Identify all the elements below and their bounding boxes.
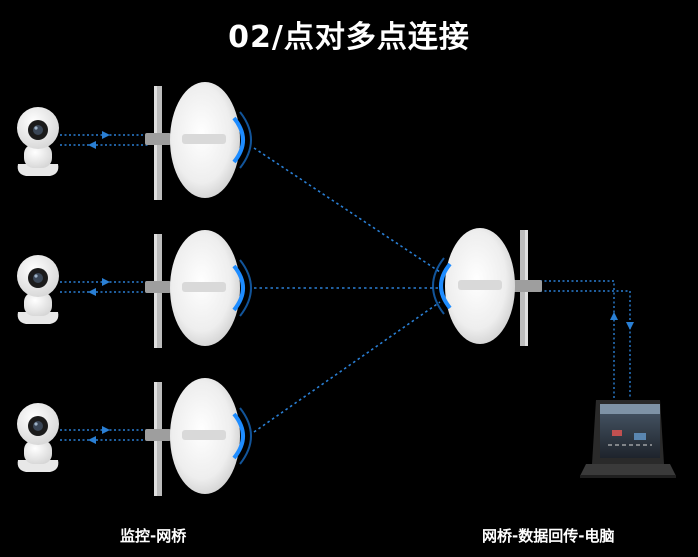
diagram-title: 02/点对多点连接 <box>228 20 470 55</box>
ip-camera-icon <box>17 255 59 324</box>
wireless-bridge-dish-icon <box>145 378 252 496</box>
link-line-1 <box>253 147 441 273</box>
caption-camera-bridge: 监控-网桥 <box>120 527 187 545</box>
wireless-links <box>253 147 441 433</box>
camera-link-arrows <box>88 131 110 444</box>
wireless-bridge-dish-icon <box>432 228 542 346</box>
caption-bridge-backhaul-computer: 网桥-数据回传-电脑 <box>482 527 615 545</box>
laptop-icon <box>580 400 676 478</box>
laptop-link-arrows <box>610 312 634 330</box>
ip-camera-icon <box>17 403 59 472</box>
wireless-bridge-dish-icon <box>145 82 252 200</box>
ip-camera-icon <box>17 107 59 176</box>
laptop-links <box>540 280 631 398</box>
link-line-3 <box>253 301 441 433</box>
camera-links <box>60 134 150 441</box>
wireless-bridge-dish-icon <box>145 230 252 348</box>
